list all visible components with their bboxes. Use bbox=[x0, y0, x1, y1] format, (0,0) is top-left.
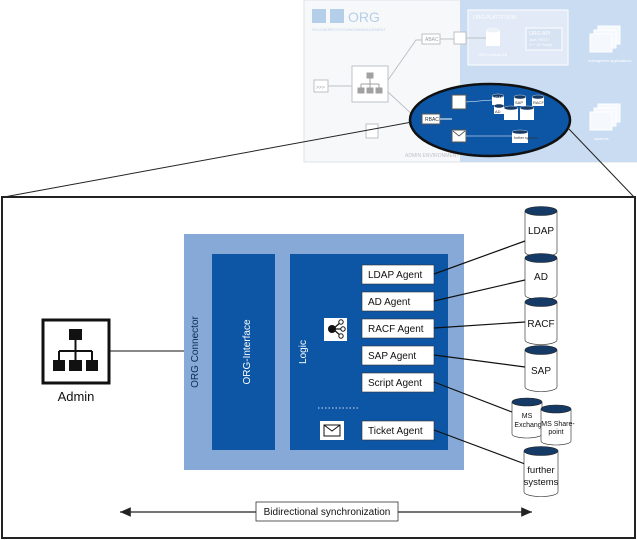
interface-label: ORG-Interface bbox=[242, 319, 253, 384]
sap-agent-label: SAP Agent bbox=[368, 351, 416, 362]
logo-subtitle: SOLLBERECHTIGUNGSMANAGEMENT bbox=[312, 27, 386, 32]
managed-apps-icon bbox=[589, 25, 621, 53]
sync-arrow: Bidirectional synchronization bbox=[120, 501, 532, 522]
connector-label: ORG Connector bbox=[190, 315, 201, 387]
mini-racf-label: RACF bbox=[533, 100, 544, 105]
mail-icon bbox=[320, 421, 344, 440]
zoom-line-left bbox=[3, 121, 413, 198]
script-agent-label: Script Agent bbox=[368, 378, 422, 389]
managed-apps-label: managenen applications bbox=[588, 58, 631, 63]
zoom-ellipse: RBAC LDAP AD SAP RACF further systems bbox=[408, 82, 572, 158]
mini-document-icon bbox=[365, 123, 379, 139]
logic-label: Logic bbox=[298, 340, 309, 364]
zoom-line-right bbox=[567, 127, 635, 198]
ldap-agent-label: LDAP Agent bbox=[368, 270, 423, 281]
ms-exchange-label-2: Exchange bbox=[514, 422, 545, 429]
abac-label: ABAC bbox=[425, 37, 439, 43]
mini-further-label: further systems bbox=[514, 136, 538, 140]
ms-sharepoint-label-2: point bbox=[548, 429, 563, 436]
api-sub1: Java, RESTJ bbox=[529, 38, 550, 42]
agent-list: LDAP Agent AD Agent RACF Agent SAP Agent… bbox=[361, 264, 435, 441]
ms-exchange-label-1: MS bbox=[522, 413, 533, 420]
racf-agent bbox=[361, 318, 435, 339]
mini-ldap-label: LDAP bbox=[493, 95, 504, 100]
admin-env-label: ADMIN ENVIRONMENT bbox=[405, 153, 459, 159]
sync-label-box bbox=[255, 501, 399, 522]
sap-label: SAP bbox=[531, 366, 551, 377]
target-ad: AD bbox=[524, 253, 558, 300]
mini-logic-icon bbox=[451, 94, 467, 110]
org-logo: ORG bbox=[312, 9, 380, 25]
target-racf: RACF bbox=[524, 297, 558, 345]
logo-text: ORG bbox=[348, 9, 380, 25]
mini-admin-icon bbox=[351, 65, 389, 103]
api-box bbox=[525, 27, 563, 51]
ad-agent-label: AD Agent bbox=[368, 297, 410, 308]
rbac-label: RBAC bbox=[425, 117, 439, 123]
mini-sap-label: SAP bbox=[515, 100, 523, 105]
target-ldap: LDAP bbox=[524, 206, 558, 257]
ldap-label: LDAP bbox=[528, 226, 554, 237]
further-label-1: further bbox=[527, 465, 554, 476]
target-ms-sharepoint: MS Share- point bbox=[540, 404, 575, 446]
central-db-icon bbox=[486, 27, 500, 46]
target-further-systems: further systems bbox=[524, 446, 559, 497]
further-label-2: systems bbox=[524, 477, 559, 488]
central-db-label: ORG-central DB bbox=[478, 52, 507, 57]
ad-label: AD bbox=[534, 272, 548, 283]
org-interface bbox=[212, 254, 275, 450]
extended-systems-label: systems bbox=[594, 136, 609, 141]
ad-agent bbox=[361, 291, 435, 312]
prompt-symbol: >>> bbox=[316, 85, 325, 91]
agent-target-lines bbox=[433, 240, 526, 465]
ldap-agent bbox=[361, 264, 435, 285]
ms-sharepoint-label-1: MS Share- bbox=[541, 421, 575, 428]
org-chart-icon bbox=[53, 329, 98, 371]
target-sap: SAP bbox=[524, 345, 558, 392]
racf-label: RACF bbox=[527, 319, 554, 330]
ticket-agent-label: Ticket Agent bbox=[368, 426, 423, 437]
logic-hub-icon bbox=[324, 318, 347, 341]
target-ms-exchange: MS Exchange bbox=[511, 397, 546, 439]
racf-agent-label: RACF Agent bbox=[368, 324, 424, 335]
admin-node: Admin bbox=[41, 318, 111, 404]
api-label: ORG-API bbox=[529, 31, 550, 37]
mini-targets: LDAP AD SAP RACF further systems bbox=[491, 93, 544, 143]
api-sub2: C++ (C+Script) bbox=[529, 43, 552, 47]
mini-ad-label: AD bbox=[495, 109, 501, 114]
admin-label: Admin bbox=[58, 389, 95, 404]
mini-logic-icon-top bbox=[453, 31, 467, 45]
extended-systems-icon bbox=[589, 103, 621, 131]
platform-label: ORG-PLATTFORM bbox=[473, 15, 516, 21]
sync-label: Bidirectional synchronization bbox=[264, 507, 391, 518]
